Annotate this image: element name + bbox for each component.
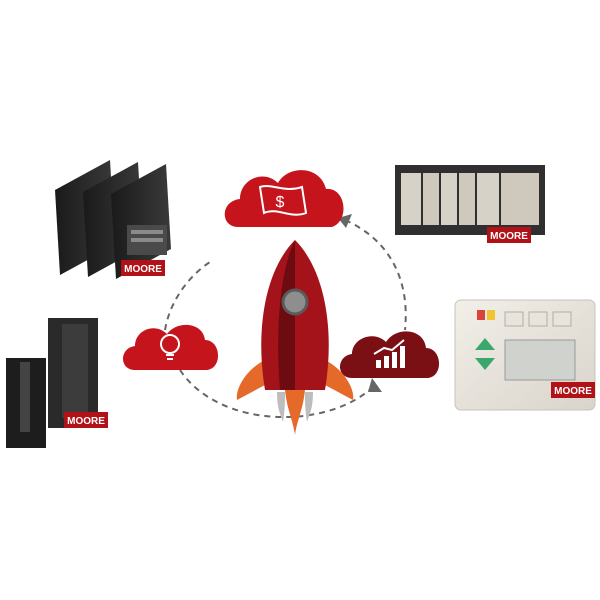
svg-text:MOORE: MOORE	[67, 416, 105, 427]
product-rack-modules: MOORE	[55, 160, 171, 279]
left-fin	[236, 360, 265, 400]
plc-chassis-icon	[395, 165, 545, 235]
moore-logo: MOORE	[551, 382, 595, 398]
idea-cloud	[123, 324, 219, 370]
dollar-symbol: $	[276, 194, 285, 211]
rocket-window	[281, 288, 309, 316]
cloud-shape	[224, 170, 344, 227]
right-fin	[325, 360, 354, 400]
rocket-shade	[278, 240, 295, 390]
exhaust-puff-right	[305, 392, 313, 422]
lightbulb-icon	[160, 334, 180, 360]
arrow-bottom	[179, 369, 376, 418]
arrowhead-bottom-icon	[368, 378, 382, 392]
rocket-icon	[236, 240, 354, 435]
money-cloud: $	[224, 170, 344, 227]
svg-text:MOORE: MOORE	[490, 231, 528, 242]
moore-logo: MOORE	[487, 227, 531, 243]
banknote-dollar-icon: $	[258, 185, 308, 216]
cloud-shape	[340, 331, 440, 378]
svg-text:MOORE: MOORE	[554, 386, 592, 397]
svg-text:MOORE: MOORE	[124, 264, 162, 275]
bar-chart-growth-icon	[373, 339, 405, 368]
cycle-arrows	[164, 219, 407, 418]
dcs-module-rack-icon	[55, 160, 171, 279]
cloud-shape	[123, 324, 219, 370]
io-module-icon	[6, 318, 98, 448]
exhaust-puff-left	[277, 392, 285, 422]
exhaust-center	[285, 390, 305, 435]
arrow-left-up	[164, 261, 211, 331]
moore-logo: MOORE	[64, 412, 108, 428]
moore-logo: MOORE	[121, 260, 165, 276]
product-operator-panel: MOORE	[454, 299, 596, 411]
growth-cloud	[340, 331, 440, 378]
arrow-top-right	[344, 219, 407, 331]
product-plc-chassis: MOORE	[395, 165, 545, 243]
product-io-modules: MOORE	[6, 318, 108, 448]
